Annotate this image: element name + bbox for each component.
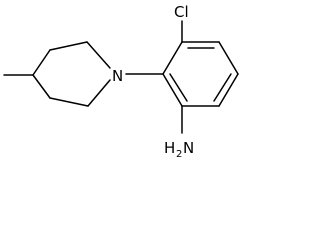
bond-ar3-ar4 <box>218 41 239 75</box>
chemical-structure-diagram: Cl N H 2 N <box>3 3 239 158</box>
bond-c2-c3 <box>49 41 88 51</box>
bond-n-c2 <box>86 41 111 69</box>
piperidine-ring <box>32 41 111 107</box>
amine-n-label: N <box>183 139 194 157</box>
double-bond-inner-3 <box>169 73 188 102</box>
bond-c6-n <box>87 79 111 107</box>
chlorine-label: Cl <box>174 3 189 21</box>
amine-subscript: 2 <box>176 149 182 158</box>
bond-ar1-ar2 <box>162 41 183 75</box>
benzene-ring <box>162 41 239 107</box>
nitrogen-label-bg <box>111 68 125 84</box>
bond-ar6-ar1 <box>162 73 183 107</box>
bond-ar4-ar5 <box>218 73 239 107</box>
amine-h-label: H <box>164 139 175 157</box>
double-bond-inner-2 <box>213 73 232 102</box>
nitrogen-label: N <box>112 67 123 85</box>
bond-c4-c5 <box>32 74 51 99</box>
bond-c3-c4 <box>32 49 51 76</box>
bond-c5-c6 <box>49 97 89 107</box>
